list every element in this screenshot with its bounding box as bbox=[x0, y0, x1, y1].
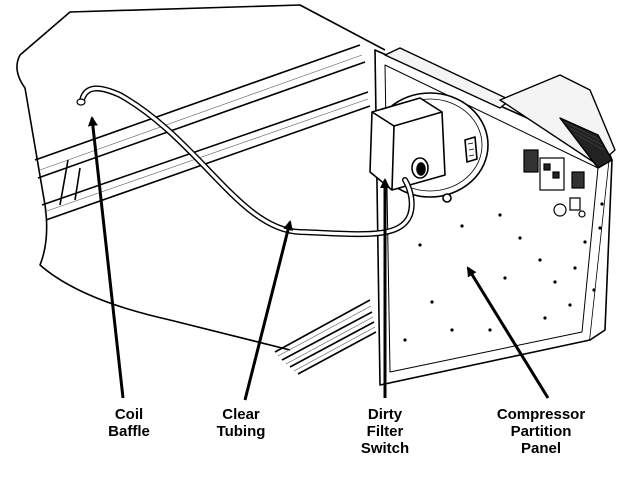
label-line: Clear bbox=[222, 406, 260, 423]
leader-arrows bbox=[87, 116, 550, 401]
compressor-partition-panel-label: Compressor Partition Panel bbox=[486, 406, 596, 457]
label-line: Panel bbox=[520, 440, 562, 457]
control-components bbox=[523, 149, 586, 218]
label-line: Switch bbox=[360, 440, 410, 457]
dirty-filter-switch-label: Dirty Filter Switch bbox=[350, 406, 420, 457]
label-line: Compressor bbox=[496, 406, 586, 423]
clear-tubing bbox=[76, 85, 415, 238]
label-line: Filter bbox=[366, 423, 404, 440]
label-line: Baffle bbox=[108, 423, 150, 440]
clear-tubing-label: Clear Tubing bbox=[206, 406, 276, 440]
coil-baffle-leader bbox=[87, 116, 125, 399]
panel-top-ledge bbox=[384, 47, 616, 169]
label-line: Coil bbox=[114, 406, 144, 423]
partition-panel-leader bbox=[466, 266, 550, 399]
label-line: Dirty bbox=[367, 406, 403, 423]
cabinet-shell bbox=[16, 4, 386, 375]
label-line: Partition bbox=[510, 423, 572, 440]
panel-fasteners bbox=[403, 202, 604, 342]
clear-tubing-leader bbox=[243, 220, 293, 401]
dirty-filter-switch bbox=[369, 92, 489, 203]
coil-baffle-label: Coil Baffle bbox=[94, 406, 164, 440]
label-line: Tubing bbox=[216, 423, 266, 440]
